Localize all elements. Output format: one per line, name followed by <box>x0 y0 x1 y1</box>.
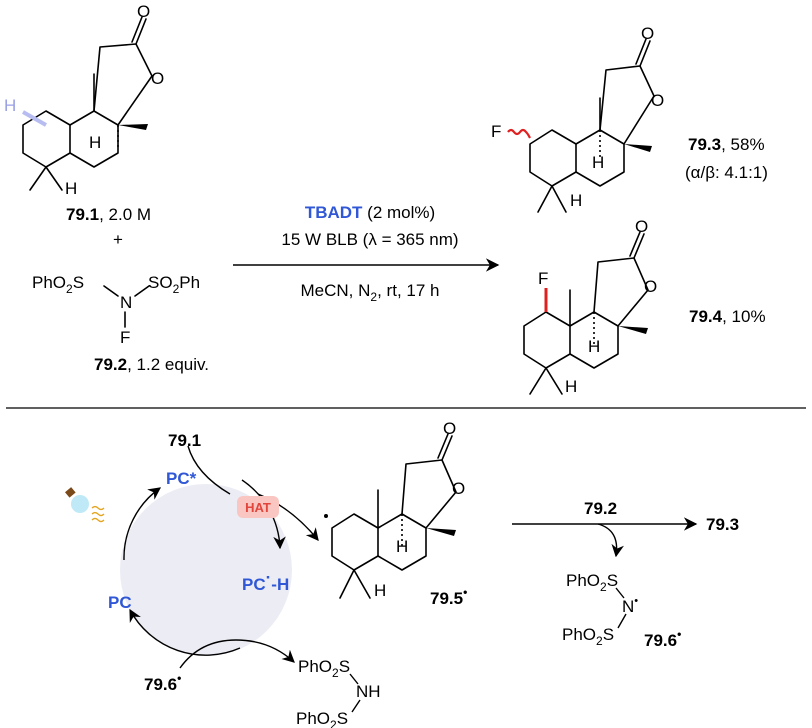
imide-out-arrow <box>235 639 295 663</box>
p1-h-bottom: H <box>570 191 582 210</box>
product-79-4: F O O H H <box>523 217 657 396</box>
highlighted-c-h-bond <box>22 110 47 127</box>
mech-product-id: 79.3 <box>706 515 739 534</box>
radical-dot <box>324 514 328 518</box>
p1-carbonyl-o: O <box>641 24 654 43</box>
ring-h-top: H <box>89 133 101 152</box>
hat-badge <box>237 496 279 518</box>
starting-material-79-1: H O O H H <box>4 2 164 198</box>
cycle-in-label: 79.6• <box>144 671 181 694</box>
p1-label: 79.3, 58% <box>688 135 765 154</box>
h-atom-highlight: H <box>4 96 16 115</box>
condition-solvent: MeCN, N2, rt, 17 h <box>301 281 440 304</box>
p2-h-top: H <box>588 337 600 356</box>
n-radical-in-arrow <box>179 639 237 669</box>
catalyst-loading: (2 mol%) <box>362 203 435 222</box>
ring-oxygen: O <box>151 69 164 88</box>
pc-h: PC·-H <box>242 568 289 594</box>
catalyst-name: TBADT <box>305 203 363 222</box>
nfsi-right: SO <box>148 273 173 292</box>
pc-star: PC* <box>166 469 197 488</box>
p1-h-top: H <box>592 153 604 172</box>
radical-79-5: O O H H <box>324 419 465 600</box>
reagent-label: 79.2, 1.2 equiv. <box>94 355 209 374</box>
nfsi-right-sub: 2 <box>173 282 180 296</box>
svg-text:H: H <box>374 581 386 600</box>
condition-catalyst: TBADT (2 mol%) <box>305 203 435 222</box>
p2-ring-o: O <box>644 277 657 296</box>
svg-text:PhO2S: PhO2S <box>298 657 350 680</box>
svg-text:PhO2S: PhO2S <box>32 273 84 296</box>
sm-enter-arrow <box>187 445 231 495</box>
reagent-equiv: , 1.2 equiv. <box>127 355 209 374</box>
svg-text:PhO2S: PhO2S <box>562 625 614 648</box>
p2-h-bottom: H <box>565 377 577 396</box>
plus-sign: + <box>113 230 123 249</box>
svg-text:O: O <box>452 479 465 498</box>
mech-sm-id: 79.1 <box>168 431 201 450</box>
reagent-branch-arrow <box>597 523 624 558</box>
svg-text:PhO2S: PhO2S <box>296 709 348 728</box>
n-radical-79-6: PhO2S N• PhO2S <box>562 571 638 648</box>
nfsi-f: F <box>120 328 130 347</box>
light-bulb-icon <box>65 487 105 523</box>
nfsi-left-s: S <box>73 273 84 292</box>
svg-text:SO2Ph: SO2Ph <box>148 273 200 296</box>
nfsi-right-ph: Ph <box>179 273 200 292</box>
sulfonimide-byproduct: PhO2S NH PhO2S <box>296 657 381 728</box>
p1-fluorine: F <box>491 122 501 141</box>
svg-text:PhO2S: PhO2S <box>566 571 618 594</box>
nfsi-left-sub: 2 <box>66 282 73 296</box>
sm-label: 79.1, 2.0 M <box>66 205 151 224</box>
reagent-id: 79.2 <box>94 355 127 374</box>
radical-label: 79.5• <box>430 585 467 608</box>
pc-ground: PC <box>108 593 132 612</box>
p1-ratio: (α/β: 4.1:1) <box>685 163 768 182</box>
sm-id: 79.1 <box>66 205 99 224</box>
nfsi-n: N <box>120 293 132 312</box>
mech-reagent-id: 79.2 <box>584 499 617 518</box>
nfsi-79-2: PhO2S SO2Ph N F <box>32 273 200 347</box>
svg-text:H: H <box>396 537 408 556</box>
p2-carbonyl-o: O <box>635 217 648 236</box>
carbonyl-oxygen: O <box>137 2 150 21</box>
p1-ring-o: O <box>651 91 664 110</box>
wavy-c-f-bond <box>507 128 531 139</box>
product-79-3: F O O H H <box>491 24 664 213</box>
p2-label: 79.4, 10% <box>689 307 766 326</box>
nfsi-left: PhO <box>32 273 66 292</box>
svg-text:N•: N• <box>622 595 638 616</box>
svg-text:NH: NH <box>356 682 381 701</box>
cycle-arc-return <box>129 608 241 656</box>
photocatalytic-cycle <box>120 484 292 656</box>
cycle-arc-pc-to-pcstar <box>123 487 162 561</box>
sm-conc: , 2.0 M <box>99 205 151 224</box>
ring-h-bottom: H <box>65 179 77 198</box>
hat-label: HAT <box>245 500 271 515</box>
n-radical-label: 79.6• <box>644 627 681 650</box>
condition-light: 15 W BLB (λ = 365 nm) <box>281 230 458 249</box>
p2-fluorine: F <box>538 269 548 288</box>
svg-text:O: O <box>443 419 456 438</box>
